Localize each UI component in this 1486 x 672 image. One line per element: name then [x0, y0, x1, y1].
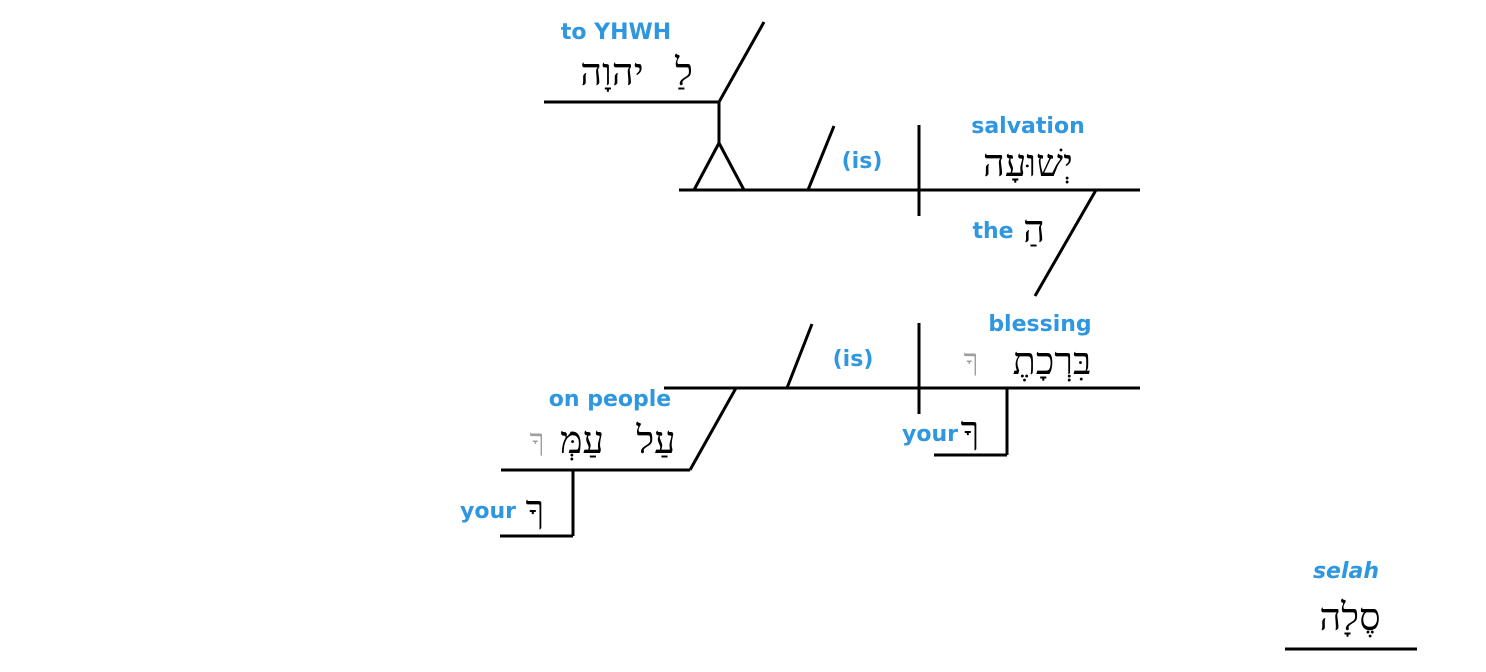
clause2-predicate-possessive-hebrew: ךָ: [526, 487, 545, 531]
interjection-gloss: selah: [1313, 559, 1379, 584]
clause2-predicate-slash: [688, 387, 738, 471]
clause1-predicate-slash: [717, 21, 766, 103]
clause2-predicate-possessive-gloss: your: [460, 499, 516, 524]
clause1-subject-gloss: salvation: [971, 114, 1085, 139]
clause-2: (is) blessing בִּרְכָתֶ ךָ your ךָ on pe…: [460, 312, 1140, 538]
clause2-possessive-hebrew: ךָ: [961, 408, 980, 452]
clause2-subject-hebrew: בִּרְכָתֶ: [1013, 339, 1092, 383]
clause1-copula-gloss: (is): [842, 149, 883, 174]
clause2-predicate-faded-suffix: ךָ: [530, 423, 545, 458]
clause1-predicate-gloss: to YHWH: [561, 20, 671, 45]
clause2-subject-faded-suffix: ךָ: [964, 343, 979, 378]
clause1-pedestal-left: [692, 142, 721, 191]
clause1-subject-hebrew: יְשׁוּעָה: [983, 141, 1073, 185]
interjection-hebrew: סֶלָה: [1319, 595, 1380, 639]
clause1-copula-slash: [806, 125, 836, 191]
clause1-predicate-object: יהוָה: [580, 50, 643, 94]
clause2-copula-gloss: (is): [833, 347, 874, 372]
interjection: selah סֶלָה: [1285, 559, 1417, 651]
clause2-predicate-object: עַמְּ: [560, 418, 604, 462]
clause2-predicate-preposition: עַל: [635, 418, 675, 462]
clause2-subject-gloss: blessing: [988, 312, 1091, 337]
clause1-predicate-preposition: לַ: [674, 50, 693, 94]
clause2-copula-slash: [785, 323, 814, 389]
clause1-article-gloss: the: [972, 219, 1013, 244]
clause1-article-hebrew: הַ: [1023, 207, 1045, 251]
clause2-possessive-gloss: your: [902, 422, 958, 447]
clause1-article-line: [1033, 189, 1098, 297]
clause2-predicate-gloss: on people: [549, 387, 671, 412]
clause-1: (is) salvation יְשׁוּעָה the הַ to YHWH …: [544, 20, 1140, 297]
clause1-pedestal-right: [717, 142, 746, 191]
